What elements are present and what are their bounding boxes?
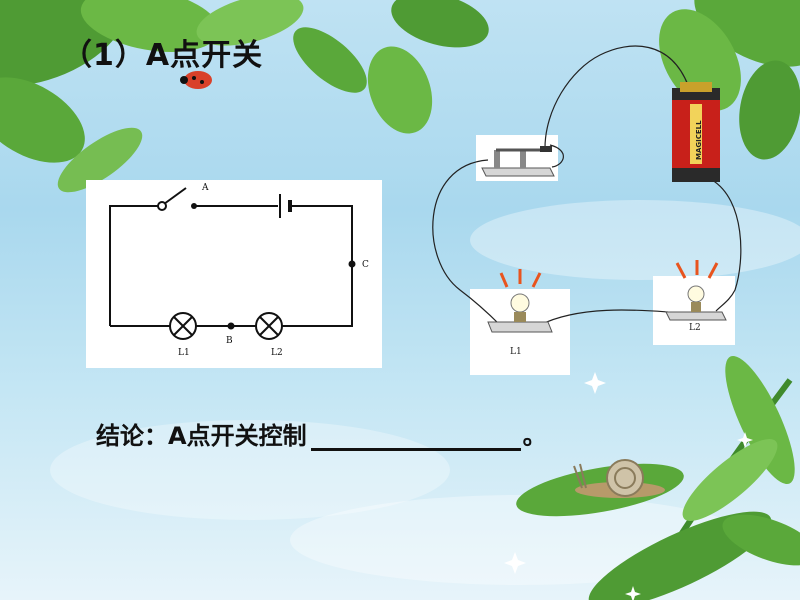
junction-c-dot	[348, 260, 356, 268]
switch-contact	[191, 203, 197, 209]
answer-blank[interactable]	[310, 420, 521, 451]
lamp-l1-label: L1	[178, 348, 190, 358]
ladybug-illustration	[180, 71, 212, 89]
circuit-schematic: A C B L1 L2	[86, 180, 382, 368]
lamp-l2-symbol	[255, 312, 283, 340]
leaves-top-right	[659, 0, 800, 160]
bulb-l2-label: L2	[689, 323, 701, 333]
leaves-top-left	[0, 0, 489, 193]
conclusion-suffix: 。	[522, 422, 547, 450]
bulb-card-l1: L1	[470, 289, 570, 375]
switch-pivot	[157, 201, 167, 211]
schematic-drawing	[109, 187, 356, 340]
snail-illustration	[573, 459, 665, 498]
slide-title: （1）A点开关	[62, 38, 264, 73]
conclusion-prefix: 结论：A点开关控制	[96, 422, 307, 450]
junction-b-label: B	[226, 336, 233, 346]
sparkles	[504, 372, 753, 600]
lamp-l2-label: L2	[271, 348, 283, 358]
switch-card	[476, 135, 558, 181]
bulb-l1-label: L1	[510, 347, 522, 357]
conclusion-line: 结论：A点开关控制 。	[96, 416, 547, 451]
switch-a-label: A	[202, 183, 209, 193]
junction-c-label: C	[362, 260, 369, 270]
bulb-card-l2: L2	[653, 276, 735, 345]
lamp-l1-symbol	[169, 312, 197, 340]
junction-b-dot	[227, 322, 235, 330]
